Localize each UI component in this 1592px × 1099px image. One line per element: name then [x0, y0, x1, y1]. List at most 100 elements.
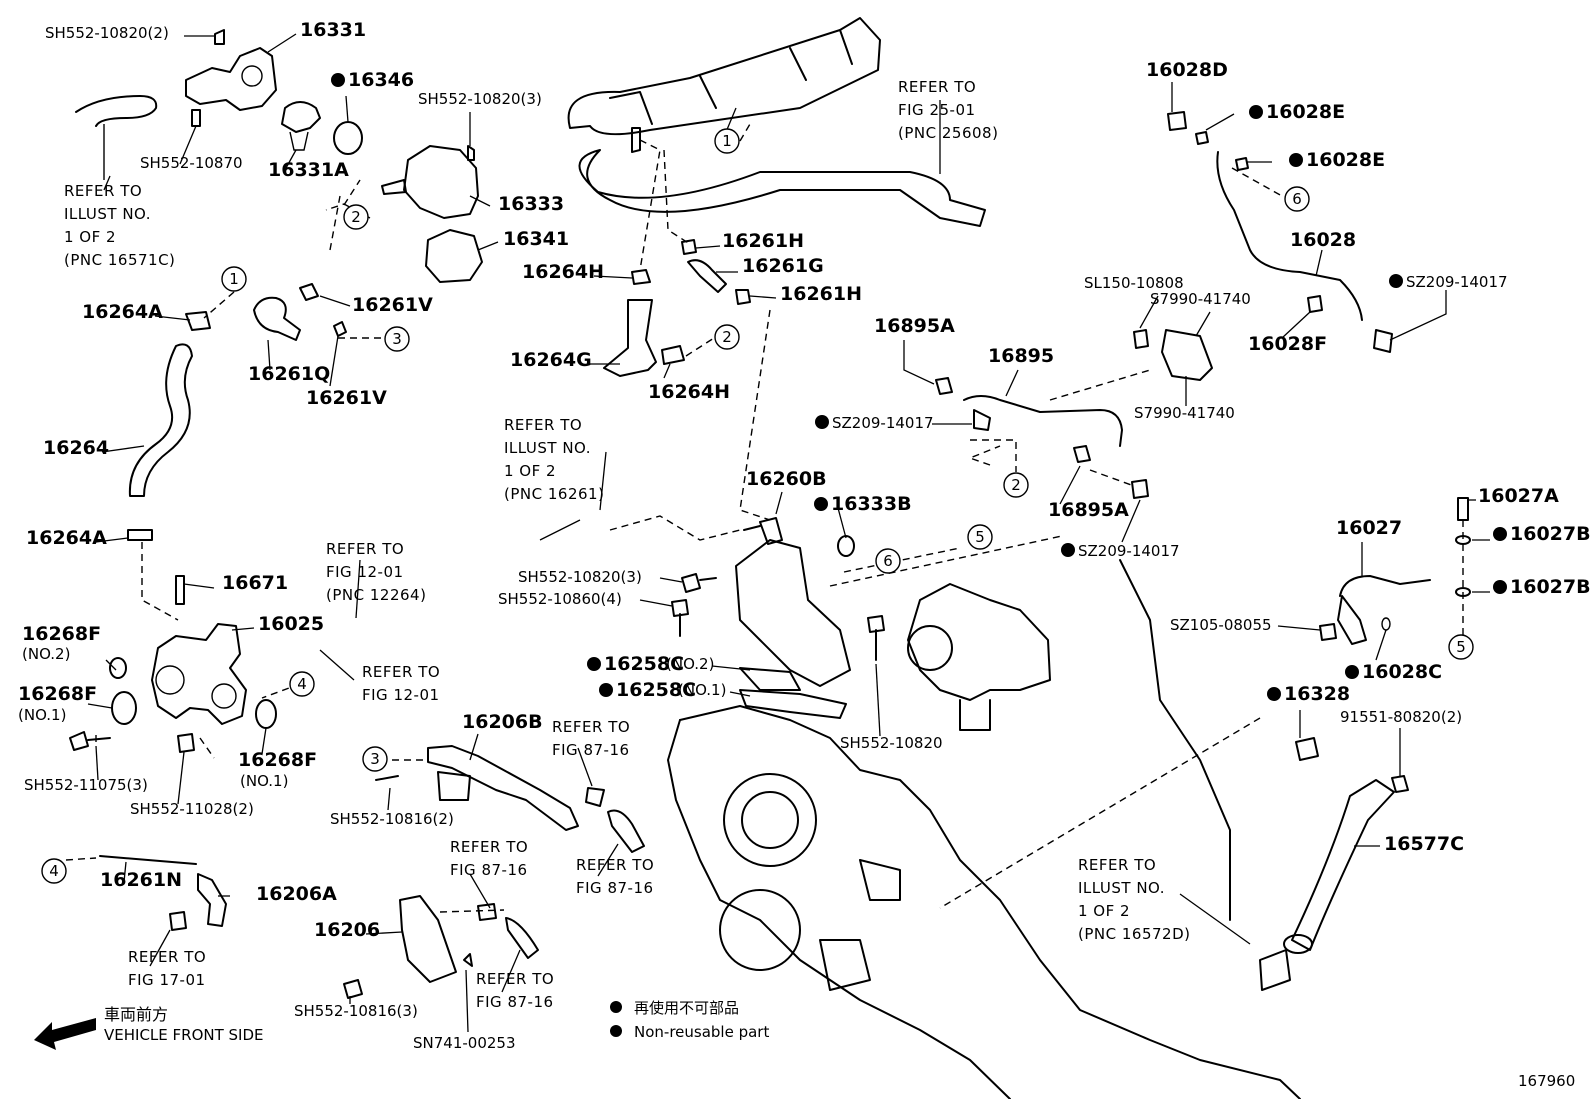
part-number-label: SZ209-14017 — [832, 414, 934, 432]
part-number-label: 16264G — [510, 349, 592, 371]
callout-number: 1 — [722, 132, 732, 150]
non-reusable-dot-icon — [1493, 527, 1507, 541]
reference-note-line: FIG 17-01 — [128, 971, 206, 989]
reference-note-line: 1 OF 2 — [1078, 902, 1130, 920]
reference-note-line: FIG 87-16 — [476, 993, 554, 1011]
part-number-label: SH552-10870 — [140, 154, 243, 172]
part-number-label: 16258C — [616, 679, 696, 701]
part-number-label: SZ105-08055 — [1170, 616, 1272, 634]
vehicle-front-indicator: 車両前方 VEHICLE FRONT SIDE — [34, 1005, 264, 1050]
part-number-label: 16261H — [780, 283, 862, 305]
part-number-label: 16268F — [22, 623, 101, 645]
non-reusable-dot-icon — [610, 1025, 622, 1037]
reference-note-line: FIG 87-16 — [450, 861, 528, 879]
reference-note-line: REFER TO — [576, 856, 654, 874]
reference-note-line: REFER TO — [128, 948, 206, 966]
part-number-label: 16261H — [722, 230, 804, 252]
callout-circle: 1 — [221, 266, 247, 292]
non-reusable-dot-icon — [599, 683, 613, 697]
reference-note-line: REFER TO — [64, 182, 142, 200]
callout-number: 1 — [229, 270, 239, 288]
part-number-label: 16261V — [352, 294, 433, 316]
reference-note-line: ILLUST NO. — [64, 205, 151, 223]
part-number-label: 16206B — [462, 711, 543, 733]
part-number-label: 16028D — [1146, 59, 1228, 81]
callout-number: 4 — [297, 675, 307, 693]
non-reusable-dot-icon — [1249, 105, 1263, 119]
part-number-label: SL150-10808 — [1084, 274, 1184, 292]
non-reusable-dot-icon — [815, 415, 829, 429]
part-number-label: 16328 — [1284, 683, 1350, 705]
callout-circle: 2 — [1003, 472, 1029, 498]
callout-number: 4 — [49, 862, 59, 880]
part-number-label: SH552-10820(3) — [518, 568, 642, 586]
part-number-label: S7990-41740 — [1134, 404, 1235, 422]
reference-note-line: REFER TO — [476, 970, 554, 988]
part-number-label: 167960 — [1518, 1072, 1575, 1090]
reference-note-line: 1 OF 2 — [64, 228, 116, 246]
non-reusable-dot-icon — [610, 1001, 622, 1013]
part-number-label: (NO.1) — [240, 772, 288, 790]
legend-jp: 再使用不可部品 — [634, 999, 739, 1017]
callout-number: 2 — [722, 328, 732, 346]
callout-number: 6 — [1292, 190, 1302, 208]
part-number-label: 16264H — [648, 381, 730, 403]
non-reusable-dot-icon — [1289, 153, 1303, 167]
reference-note-line: (PNC 12264) — [326, 586, 426, 604]
callout-circle: 4 — [41, 858, 67, 884]
callout-number: 3 — [392, 330, 402, 348]
part-number-label: 16258C — [604, 653, 684, 675]
part-number-label: SH552-10820 — [840, 734, 943, 752]
reference-note-line: (PNC 16571C) — [64, 251, 175, 269]
leader-lines — [87, 33, 1490, 1033]
part-number-label: SH552-10816(3) — [294, 1002, 418, 1020]
part-number-label: SZ209-14017 — [1078, 542, 1180, 560]
part-number-label: 16261N — [100, 869, 182, 891]
part-number-label: 16577C — [1384, 833, 1464, 855]
callout-circle: 5 — [967, 524, 993, 550]
non-reusable-dot-icon — [1345, 665, 1359, 679]
callout-number: 5 — [1456, 638, 1466, 656]
reference-note-line: REFER TO — [326, 540, 404, 558]
part-number-label: 16027 — [1336, 517, 1402, 539]
reference-note-line: FIG 12-01 — [326, 563, 404, 581]
legend-en: Non-reusable part — [634, 1023, 769, 1041]
part-number-label: 16333 — [498, 193, 564, 215]
part-number-label: 16028E — [1306, 149, 1385, 171]
part-number-label: 16264A — [26, 527, 107, 549]
callout-number: 5 — [975, 528, 985, 546]
part-number-label: SH552-11075(3) — [24, 776, 148, 794]
part-number-label: SH552-10860(4) — [498, 590, 622, 608]
reference-note-line: FIG 87-16 — [552, 741, 630, 759]
callout-circle: 6 — [1284, 186, 1310, 212]
part-number-label: SH552-11028(2) — [130, 800, 254, 818]
part-number-label: 16261Q — [248, 363, 330, 385]
reference-note-line: REFER TO — [898, 78, 976, 96]
part-number-label: 16261V — [306, 387, 387, 409]
part-number-label: SN741-00253 — [413, 1034, 516, 1052]
part-number-label: 16028 — [1290, 229, 1356, 251]
part-number-label: 16027B — [1510, 523, 1591, 545]
part-number-label: 16027B — [1510, 576, 1591, 598]
part-number-label: SH552-10820(2) — [45, 24, 169, 42]
callout-number: 3 — [370, 750, 380, 768]
callout-circle: 3 — [384, 326, 410, 352]
reference-note-line: (PNC 25608) — [898, 124, 998, 142]
callout-circles: 1 1 2 2 2 3 3 4 4 5 5 6 6 — [41, 128, 1474, 884]
reference-notes: REFER TO ILLUST NO. 1 OF 2 (PNC 16571C) REFE… — [64, 78, 1190, 1011]
non-reusable-dot-icon — [331, 73, 345, 87]
part-number-label: (NO.2) — [666, 655, 714, 673]
part-number-label: 16261G — [742, 255, 824, 277]
non-reusable-dot-icon — [1267, 687, 1281, 701]
part-number-label: 16333B — [831, 493, 912, 515]
part-number-label: 16341 — [503, 228, 569, 250]
callout-number: 6 — [883, 552, 893, 570]
part-number-label: 16331 — [300, 19, 366, 41]
part-number-label: SZ209-14017 — [1406, 273, 1508, 291]
part-number-label: SH552-10816(2) — [330, 810, 454, 828]
part-number-label: 91551-80820(2) — [1340, 708, 1462, 726]
callout-circle: 2 — [343, 204, 369, 230]
reference-note-line: 1 OF 2 — [504, 462, 556, 480]
part-number-label: 16895 — [988, 345, 1054, 367]
legend: 再使用不可部品 Non-reusable part — [610, 999, 769, 1041]
